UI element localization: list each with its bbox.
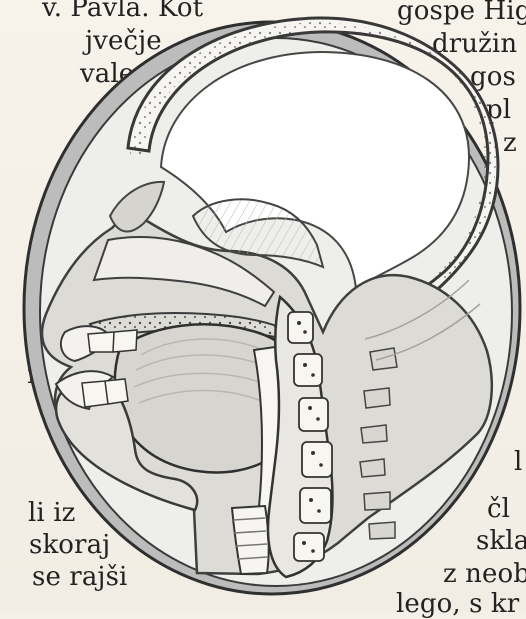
head-sagittal-section-illustration [18, 10, 526, 611]
teeth-upper [88, 330, 137, 352]
